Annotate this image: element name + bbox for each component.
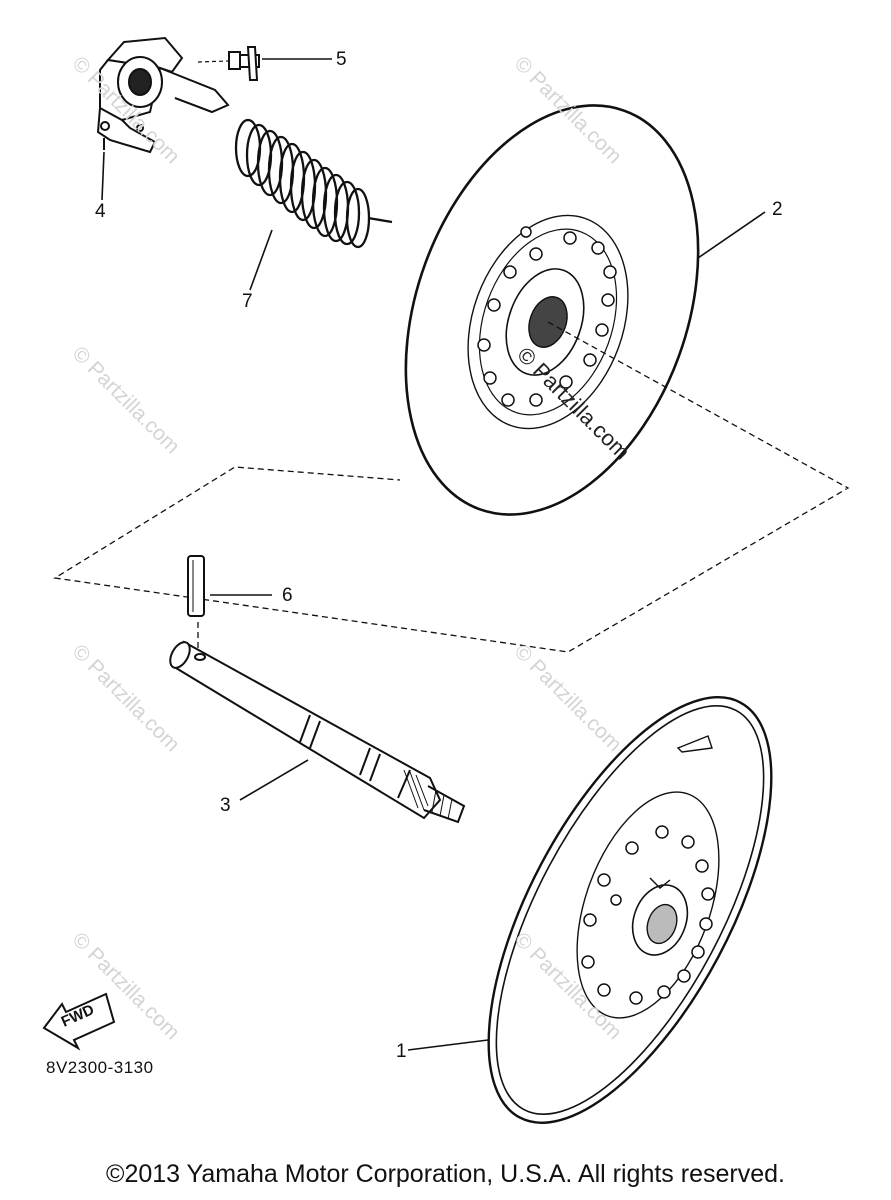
part-7-spring[interactable] xyxy=(234,118,393,249)
callout-5: 5 xyxy=(336,49,347,70)
part-6-pin[interactable] xyxy=(187,555,205,617)
callout-6: 6 xyxy=(282,585,293,606)
fwd-arrow-icon xyxy=(42,992,116,1051)
assembly-guide-lines xyxy=(53,321,850,653)
leader-lines xyxy=(101,58,766,1051)
diagram-code: 8V2300-3130 xyxy=(46,1058,154,1077)
callout-7: 7 xyxy=(242,291,253,312)
callout-1: 1 xyxy=(396,1041,407,1062)
part-4-weight-bracket[interactable] xyxy=(96,36,230,154)
callout-4: 4 xyxy=(95,201,106,222)
part-5-bolt[interactable] xyxy=(197,46,260,81)
copyright-notice: ©2013 Yamaha Motor Corporation, U.S.A. A… xyxy=(106,1160,785,1188)
part-1-fixed-sheave[interactable] xyxy=(431,656,828,1165)
callout-2: 2 xyxy=(772,199,783,220)
part-3-shaft[interactable] xyxy=(166,639,466,824)
callout-3: 3 xyxy=(220,795,231,816)
part-2-movable-sheave[interactable] xyxy=(353,65,752,556)
